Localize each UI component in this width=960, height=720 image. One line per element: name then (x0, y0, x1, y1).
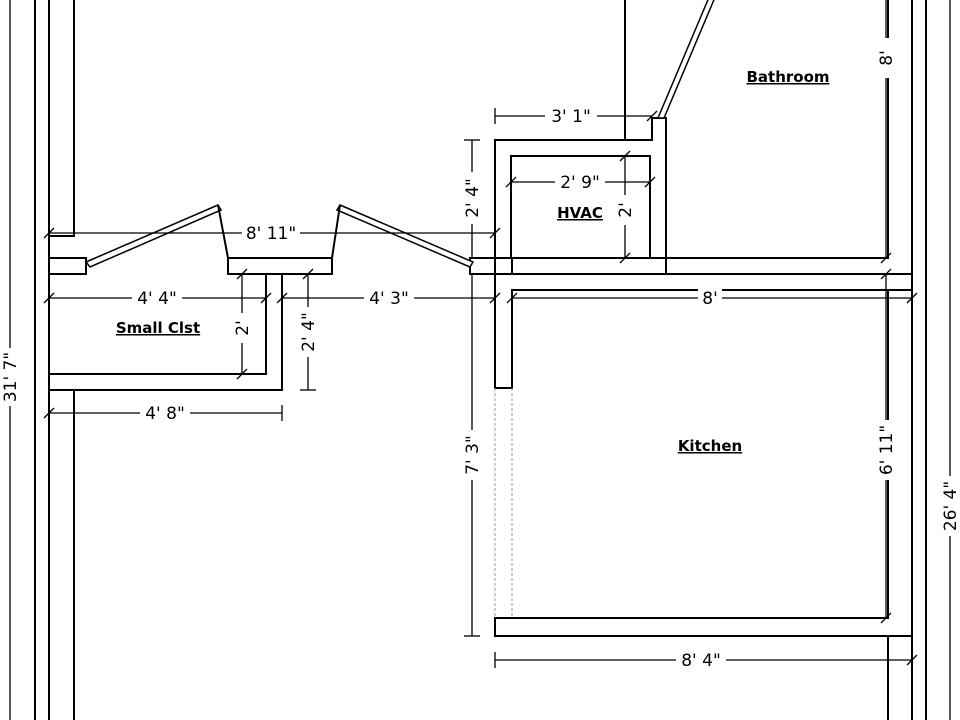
room-label-hvac: HVAC (557, 204, 603, 222)
dim-tick (619, 150, 631, 162)
wall-lower-left (48, 389, 75, 720)
dim-tick (236, 368, 248, 380)
dim-tick (505, 176, 517, 188)
dim-label-kitchen-height: 6' 11" (877, 425, 897, 475)
outer-wall-right (911, 0, 927, 720)
dim-tick (302, 268, 314, 280)
dim-label-hvac-wall: 2' 4" (463, 178, 483, 218)
dim-tick (489, 292, 501, 304)
dim-label-kitchen-width: 8' (702, 289, 718, 309)
dim-label-hvac-width: 2' 9" (560, 173, 600, 193)
dim-label-hall-width: 8' 11" (246, 224, 296, 244)
dim-label-closet-depth: 2' (233, 320, 253, 336)
dim-label-hall-opening: 4' 3" (369, 289, 409, 309)
dim-label-hvac-depth: 2' (616, 202, 636, 218)
wall-upper-left (48, 0, 75, 237)
dim-label-bathroom-entry: 3' 1" (551, 107, 591, 127)
dim-tick (260, 292, 272, 304)
wall-kitchen-right (494, 289, 913, 637)
closet-door-right-arc (331, 204, 341, 259)
dim-label-bathroom-height: 8' (877, 50, 897, 66)
closet-door-right (335, 204, 475, 268)
dim-tick (646, 110, 658, 122)
dim-label-lower-left: 4' 8" (145, 404, 185, 424)
dim-tick (236, 268, 248, 280)
dim-tick (276, 292, 288, 304)
dim-tick (880, 268, 892, 280)
dim-label-overall-right: 26' 4" (941, 481, 960, 531)
dim-label-bottom-width: 8' 4" (681, 651, 721, 671)
wall-joint (494, 257, 513, 275)
dim-label-closet-offset: 2' 4" (299, 312, 319, 352)
dim-tick (43, 227, 55, 239)
dim-tick (506, 292, 518, 304)
closet-door-left (84, 204, 223, 268)
wall-lower-right (887, 635, 913, 720)
dim-label-closet-width: 4' 4" (137, 289, 177, 309)
outer-wall-left (34, 0, 50, 720)
wall-hall-right-stub (469, 257, 496, 275)
dim-tick (906, 654, 918, 666)
dim-tick (489, 227, 501, 239)
dim-tick (43, 292, 55, 304)
dim-tick (906, 292, 918, 304)
dim-tick (619, 252, 631, 264)
room-label-bathroom: Bathroom (746, 68, 829, 86)
room-label-kitchen: Kitchen (678, 437, 742, 455)
wall-closet-top-left (48, 257, 87, 275)
dim-tick (880, 252, 892, 264)
dim-tick (880, 612, 892, 624)
dim-label-overall-left: 31' 7" (1, 352, 21, 402)
room-label-small-closet: Small Clst (116, 319, 200, 337)
dim-tick (43, 407, 55, 419)
dim-tick (644, 176, 656, 188)
bathroom-door (656, 0, 715, 119)
dim-label-kitchen-wall: 7' 3" (463, 435, 483, 475)
closet-door-left-arc (217, 204, 229, 259)
wall-closet-top-right (227, 257, 333, 275)
